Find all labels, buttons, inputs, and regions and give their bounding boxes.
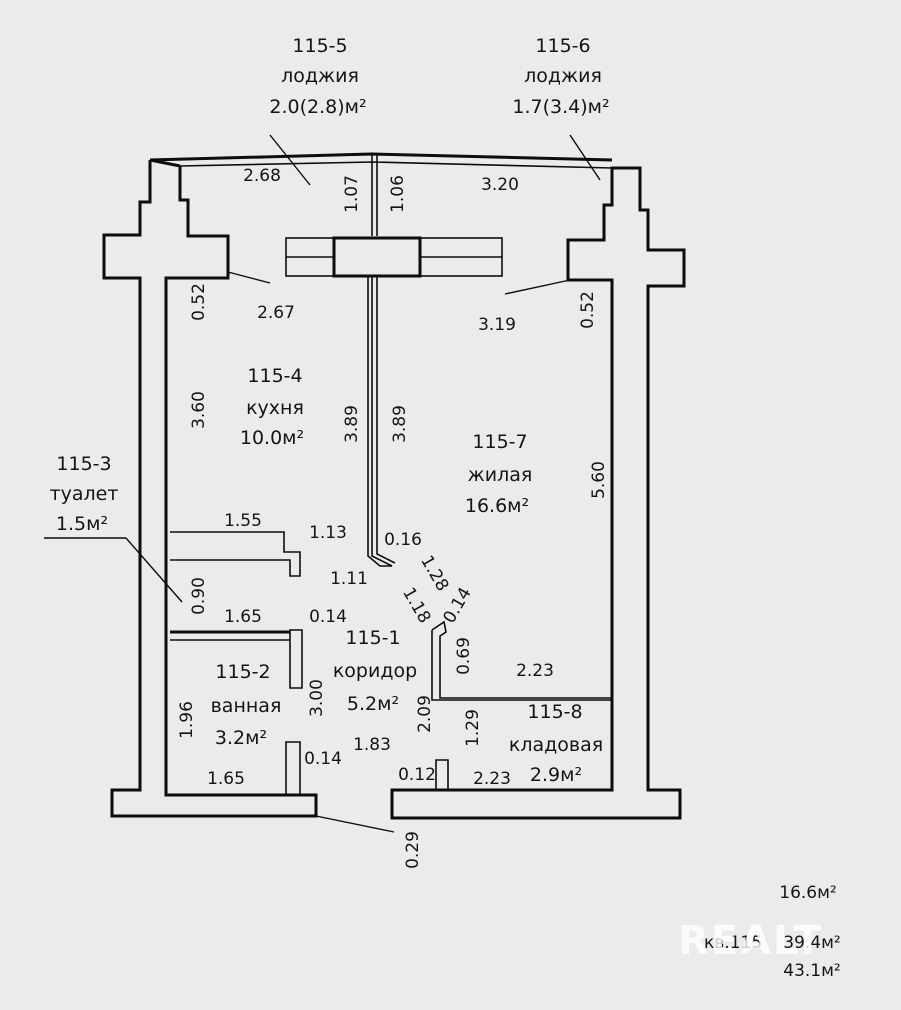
- dim-0-14-c: 0.14: [304, 749, 342, 769]
- dimension-labels: 2.68 3.20 2.67 3.19 1.55 1.13 0.16 1.11 …: [207, 166, 554, 789]
- dim-3-89-b: 3.89: [390, 405, 410, 443]
- dim-3-00: 3.00: [307, 679, 327, 717]
- svg-text:туалет: туалет: [50, 483, 119, 505]
- svg-text:10.0м²: 10.0м²: [240, 427, 304, 449]
- area-summary: 16.6м² кв.115 39.4м² 43.1м²: [704, 883, 841, 981]
- dim-0-12: 0.12: [398, 765, 436, 785]
- kitchen-living-partition: [367, 276, 396, 567]
- dim-1-18: 1.18: [398, 584, 434, 627]
- dim-3-89-a: 3.89: [342, 405, 362, 443]
- svg-text:115-3: 115-3: [56, 453, 111, 475]
- dim-2-09: 2.09: [415, 695, 435, 733]
- svg-text:коридор: коридор: [333, 660, 417, 682]
- svg-text:115-4: 115-4: [247, 365, 302, 387]
- svg-text:115-7: 115-7: [472, 431, 527, 453]
- realt-watermark: REALT: [678, 918, 824, 964]
- dim-1-29: 1.29: [463, 709, 483, 747]
- room-label-kitchen: 115-4 кухня 10.0м²: [240, 365, 304, 449]
- dim-3-20: 3.20: [481, 175, 519, 195]
- storage-walls: [431, 620, 612, 791]
- dim-0-14-b: 0.14: [440, 584, 476, 627]
- room-label-toilet: 115-3 туалет 1.5м²: [50, 453, 119, 535]
- dim-1-28: 1.28: [416, 552, 452, 595]
- room-label-loggia-b: 115-6 лоджия 1.7(3.4)м²: [512, 35, 609, 118]
- dim-0-90: 0.90: [189, 577, 209, 615]
- svg-text:кухня: кухня: [246, 397, 304, 419]
- dim-3-60: 3.60: [189, 391, 209, 429]
- dim-1-13: 1.13: [309, 523, 347, 543]
- svg-text:2.9м²: 2.9м²: [530, 764, 582, 786]
- dim-0-69: 0.69: [454, 637, 474, 675]
- dim-1-11: 1.11: [330, 569, 368, 589]
- dim-2-67: 2.67: [257, 303, 295, 323]
- right-outer-wall: [390, 166, 686, 820]
- room-label-living: 115-7 жилая 16.6м²: [465, 431, 532, 517]
- dim-0-52-left: 0.52: [189, 283, 209, 321]
- dim-0-52-right: 0.52: [578, 291, 598, 329]
- svg-text:5.2м²: 5.2м²: [347, 693, 399, 715]
- summary-apartment: кв.115: [704, 933, 762, 953]
- balcony-door-window: [285, 236, 503, 278]
- svg-text:115-1: 115-1: [345, 627, 400, 649]
- dim-0-16: 0.16: [384, 530, 422, 550]
- svg-text:3.2м²: 3.2м²: [215, 727, 267, 749]
- dim-2-68: 2.68: [243, 166, 281, 186]
- dim-2-23-bottom: 2.23: [473, 769, 511, 789]
- leader-lines: [44, 134, 601, 833]
- dim-2-23-top: 2.23: [516, 661, 554, 681]
- svg-text:115-6: 115-6: [535, 35, 590, 57]
- room-label-bathroom: 115-2 ванная 3.2м²: [211, 661, 282, 749]
- dim-1-83: 1.83: [353, 735, 391, 755]
- svg-text:1.7(3.4)м²: 1.7(3.4)м²: [512, 96, 609, 118]
- room-label-corridor: 115-1 коридор 5.2м²: [333, 627, 417, 715]
- dim-1-65-bottom: 1.65: [207, 769, 245, 789]
- dim-0-29: 0.29: [403, 831, 423, 869]
- dim-0-14-a: 0.14: [309, 607, 347, 627]
- svg-text:жилая: жилая: [468, 464, 533, 486]
- svg-text:115-2: 115-2: [215, 661, 270, 683]
- svg-text:2.0(2.8)м²: 2.0(2.8)м²: [269, 96, 366, 118]
- summary-total-area: 39.4м²: [783, 933, 841, 953]
- svg-text:кладовая: кладовая: [509, 734, 603, 756]
- toilet-walls: [170, 531, 301, 641]
- svg-text:16.6м²: 16.6м²: [465, 495, 529, 517]
- summary-living-area: 16.6м²: [779, 883, 837, 903]
- dim-1-96: 1.96: [177, 701, 197, 739]
- dim-1-55: 1.55: [224, 511, 262, 531]
- dim-1-06: 1.06: [388, 175, 408, 213]
- dimension-labels-vertical: 1.07 1.06 0.52 0.52 3.60 3.89 3.89 5.60 …: [177, 175, 609, 869]
- svg-text:лоджия: лоджия: [281, 65, 359, 87]
- svg-text:115-5: 115-5: [292, 35, 347, 57]
- room-label-storage: 115-8 кладовая 2.9м²: [509, 701, 603, 786]
- summary-total-with-loggias: 43.1м²: [783, 961, 841, 981]
- dim-1-07: 1.07: [342, 175, 362, 213]
- dim-1-65-top: 1.65: [224, 607, 262, 627]
- svg-text:115-8: 115-8: [527, 701, 582, 723]
- room-label-loggia-a: 115-5 лоджия 2.0(2.8)м²: [269, 35, 366, 118]
- svg-text:лоджия: лоджия: [524, 65, 602, 87]
- dim-3-19: 3.19: [478, 315, 516, 335]
- svg-text:ванная: ванная: [211, 695, 282, 717]
- dim-5-60: 5.60: [589, 461, 609, 499]
- loggia-railing: [149, 152, 613, 236]
- svg-text:1.5м²: 1.5м²: [56, 513, 108, 535]
- bathroom-walls: [285, 629, 303, 796]
- left-outer-wall: [102, 158, 318, 818]
